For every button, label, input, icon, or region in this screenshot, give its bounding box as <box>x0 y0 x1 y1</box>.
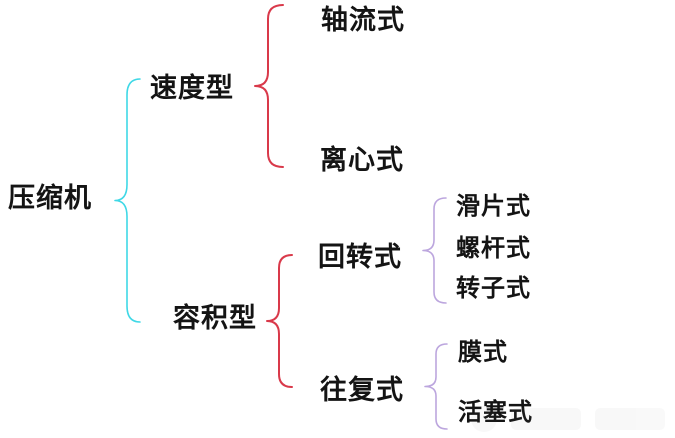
watermark <box>471 406 665 432</box>
node-speed-type: 速度型 <box>150 73 234 103</box>
brace-root-path <box>114 78 141 323</box>
node-compressor: 压缩机 <box>8 183 92 213</box>
node-reciprocating: 往复式 <box>320 375 404 405</box>
node-piston: 活塞式 <box>458 401 533 425</box>
node-diaphragm: 膜式 <box>458 339 508 366</box>
brace-reciprocating <box>424 343 448 430</box>
brace-speed-type-path <box>254 4 284 168</box>
node-rotor: 转子式 <box>456 275 531 302</box>
brace-rotary <box>422 197 447 304</box>
watermark-logo-blob <box>471 406 497 432</box>
brace-rotary-path <box>422 197 447 304</box>
brace-root <box>114 78 141 323</box>
node-positive-displacement-type: 容积型 <box>173 303 257 333</box>
watermark-text-blob <box>511 408 581 430</box>
brace-reciprocating-path <box>424 343 448 430</box>
brace-speed-type <box>254 4 284 168</box>
node-centrifugal: 离心式 <box>320 145 404 175</box>
watermark-text-blob-2 <box>595 408 665 430</box>
node-axial-flow: 轴流式 <box>321 5 405 35</box>
brace-positive-displacement-path <box>266 254 293 388</box>
node-rotary: 回转式 <box>318 242 402 272</box>
brace-positive-displacement <box>266 254 293 388</box>
node-sliding-vane: 滑片式 <box>456 193 531 220</box>
node-screw: 螺杆式 <box>456 235 531 262</box>
